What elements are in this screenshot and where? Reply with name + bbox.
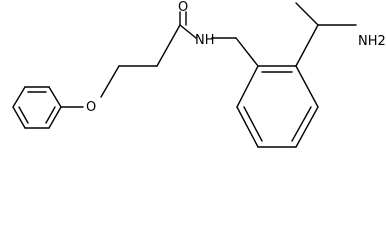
- bond: [156, 24, 181, 67]
- aminoethyl-group: [295, 2, 357, 67]
- amine-group-label: NH2: [358, 34, 386, 49]
- amide-nitrogen-label: NH: [195, 33, 215, 48]
- bond: [295, 2, 319, 26]
- propanamide-chain: [60, 11, 259, 108]
- bond: [48, 106, 62, 129]
- bond: [12, 106, 26, 129]
- bond: [179, 24, 197, 39]
- double-bond-inner: [18, 106, 29, 124]
- phenoxy-ring: [12, 86, 62, 129]
- double-bond-inner: [45, 106, 56, 124]
- bond: [100, 65, 120, 98]
- bond: [295, 106, 319, 148]
- bond: [295, 24, 319, 67]
- ether-oxygen-label: O: [86, 100, 96, 115]
- bond: [12, 86, 26, 108]
- bond: [235, 37, 259, 67]
- carbonyl-oxygen-label: O: [178, 0, 188, 15]
- chemical-structure-diagram: O O NH NH2: [12, 0, 386, 148]
- bond: [236, 106, 259, 148]
- double-bond-inner: [243, 106, 263, 142]
- bond: [295, 65, 319, 108]
- double-bond-inner: [291, 106, 312, 142]
- bond: [236, 65, 259, 108]
- aniline-ring: [236, 65, 319, 148]
- bond: [48, 86, 62, 108]
